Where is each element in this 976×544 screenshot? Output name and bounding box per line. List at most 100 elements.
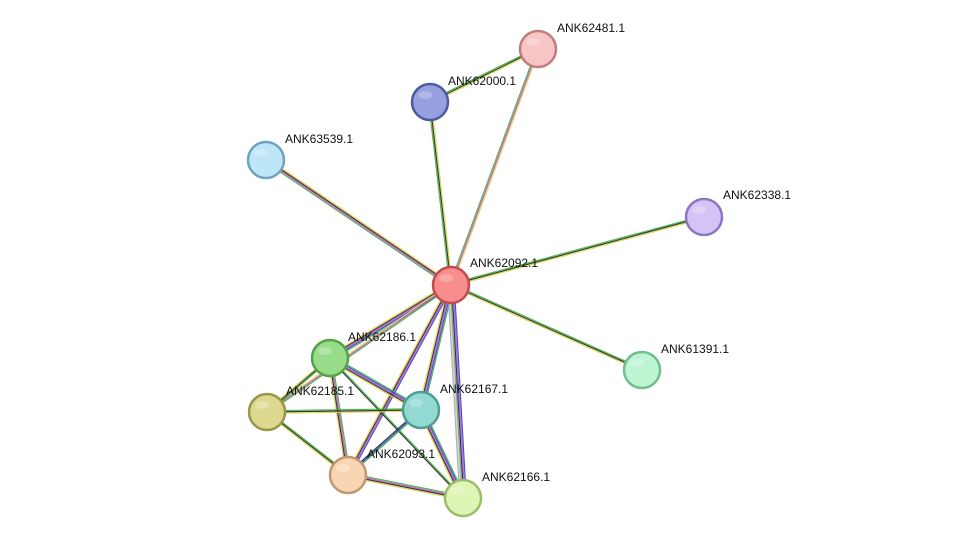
node-circle[interactable] [310,338,350,378]
edge-channel-line [450,285,642,372]
edge-channel-line [430,101,453,285]
edge-channel-line [348,473,464,498]
edge-channel-line [266,409,422,413]
edge-channel-line [266,157,453,284]
edge-channel-line [345,283,450,475]
edge-channel-line [449,285,463,499]
edge-ANK62092.1-ANK62481.1 [449,48,540,286]
node-label: ANK62000.1 [448,74,516,88]
edge-ANK62092.1-ANK62185.1 [265,283,453,414]
edge-channel-line [329,283,451,358]
node-highlight [526,38,540,46]
edge-channel-line [328,282,450,357]
edge-ANK62186.1-ANK62166.1 [329,357,464,499]
node-highlight [439,274,453,282]
node-ANK62093.1[interactable]: ANK62093.1 [328,447,435,495]
edge-ANK62185.1-ANK62167.1 [266,408,422,414]
node-circle[interactable] [443,478,483,518]
node-ANK62481.1[interactable]: ANK62481.1 [518,21,625,69]
edge-channel-line [451,284,465,498]
edge-channel-line [450,216,705,286]
node-label: ANK62185.1 [286,384,354,398]
edge-channel-line [429,47,538,102]
edge-channel-line [451,283,643,370]
node-highlight [255,401,269,409]
edge-channel-line [451,217,705,287]
node-highlight [692,206,706,214]
edge-channel-line [453,284,467,498]
node-circle[interactable] [246,140,286,180]
node-circle[interactable] [518,29,558,69]
nodes-layer: ANK62092.1 ANK62481.1ANK62000.1ANK63539.1… [246,21,791,518]
edge-channel-line [348,285,453,476]
node-label: ANK62338.1 [723,188,791,202]
edge-channel-line [266,158,452,285]
node-label: ANK62186.1 [348,330,416,344]
node-circle[interactable] [431,265,471,305]
node-highlight [451,487,465,495]
edge-channel-line [264,161,451,288]
node-label: ANK62092.1 [470,256,538,270]
edge-channel-line [266,284,452,413]
edge-channel-line [267,410,422,414]
edge-channel-line [328,358,348,476]
node-ANK62000.1[interactable]: ANK62000.1 [410,74,516,122]
node-label: ANK63539.1 [285,132,353,146]
edges-layer [264,47,705,501]
node-ANK62185.1[interactable]: ANK62185.1 [247,384,354,432]
edge-ANK62092.1-ANK63539.1 [264,157,453,288]
node-circle[interactable] [684,197,724,237]
edge-channel-line [420,284,452,411]
node-ANK62186.1[interactable]: ANK62186.1 [310,330,416,378]
edge-channel-line [421,285,453,411]
edge-ANK62092.1-ANK62167.1 [417,284,455,411]
edge-channel-line [265,283,451,412]
edge-channel-line [429,48,539,103]
node-label: ANK61391.1 [661,342,729,356]
node-highlight [336,464,350,472]
edge-channel-line [349,285,454,477]
edge-channel-line [449,48,538,285]
node-ANK61391.1[interactable]: ANK61391.1 [622,342,729,390]
edge-ANK62093.1-ANK62166.1 [347,472,464,501]
edge-channel-line [450,48,539,286]
node-highlight [254,149,268,157]
node-circle[interactable] [410,82,450,122]
node-ANK62092.1[interactable]: ANK62092.1 [431,256,538,305]
edge-channel-line [419,284,451,410]
node-highlight [409,399,423,407]
node-ANK63539.1[interactable]: ANK63539.1 [246,132,353,180]
node-circle[interactable] [328,455,368,495]
edge-channel-line [331,357,351,475]
node-circle[interactable] [401,390,441,430]
edge-channel-line [346,284,451,475]
edge-channel-line [429,101,452,286]
edge-channel-line [265,160,451,287]
node-ANK62166.1[interactable]: ANK62166.1 [443,470,550,518]
edge-ANK62092.1-ANK62093.1 [345,283,454,477]
node-label: ANK62167.1 [440,382,508,396]
edge-channel-line [330,357,464,498]
node-highlight [418,91,432,99]
node-circle[interactable] [622,350,662,390]
edge-channel-line [327,358,347,476]
edge-channel-line [329,358,463,499]
node-highlight [318,347,332,355]
edge-ANK62092.1-ANK62000.1 [428,101,453,286]
edge-channel-line [267,285,453,414]
edge-channel-line [417,284,450,410]
edge-channel-line [451,49,540,286]
node-circle[interactable] [247,392,287,432]
edge-channel-line [266,408,421,412]
edge-channel-line [347,476,463,501]
edge-channel-line [330,357,350,475]
edge-ANK62092.1-ANK62166.1 [447,284,467,499]
edge-channel-line [347,475,463,500]
node-ANK62338.1[interactable]: ANK62338.1 [684,188,791,237]
edge-channel-line [447,285,461,499]
node-ANK62167.1[interactable]: ANK62167.1 [401,382,508,430]
node-label: ANK62093.1 [367,447,435,461]
edge-channel-line [348,472,464,497]
edge-channel-line [452,284,466,498]
